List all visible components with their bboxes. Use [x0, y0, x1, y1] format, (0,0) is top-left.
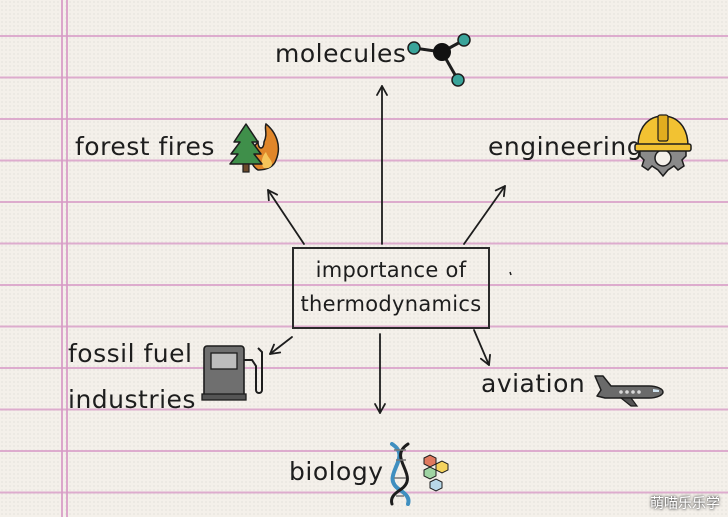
margin-line-left — [61, 0, 63, 517]
label-aviation: aviation — [481, 369, 586, 398]
center-line-1: importance of — [315, 258, 467, 283]
arrow-engineering — [463, 185, 506, 245]
arrow-aviation — [473, 329, 491, 366]
label-engineering: engineering — [488, 132, 644, 161]
label-molecules: molecules — [275, 39, 407, 68]
hard-hat-gear-icon — [634, 114, 692, 178]
fuel-pump-icon — [201, 345, 263, 401]
arrow-fossil-fuel — [269, 336, 293, 355]
molecule-icon — [407, 33, 471, 87]
arrow-forest-fires — [267, 189, 305, 245]
dna-icon — [390, 442, 449, 506]
center-concept-box: importance of thermodynamics — [292, 247, 490, 329]
watermark: 萌喵乐乐学 — [650, 496, 720, 512]
airplane-icon — [594, 375, 664, 407]
tree-fire-icon — [229, 122, 280, 173]
label-biology: biology — [289, 457, 384, 486]
center-line-2: thermodynamics — [300, 292, 482, 316]
margin-line-left-2 — [66, 0, 68, 517]
label-forest-fires: forest fires — [75, 132, 215, 161]
label-fossil-fuel-line1: fossil fuel — [68, 339, 193, 368]
pen-dot — [509, 271, 512, 276]
label-fossil-fuel-line2: industries — [68, 385, 196, 414]
